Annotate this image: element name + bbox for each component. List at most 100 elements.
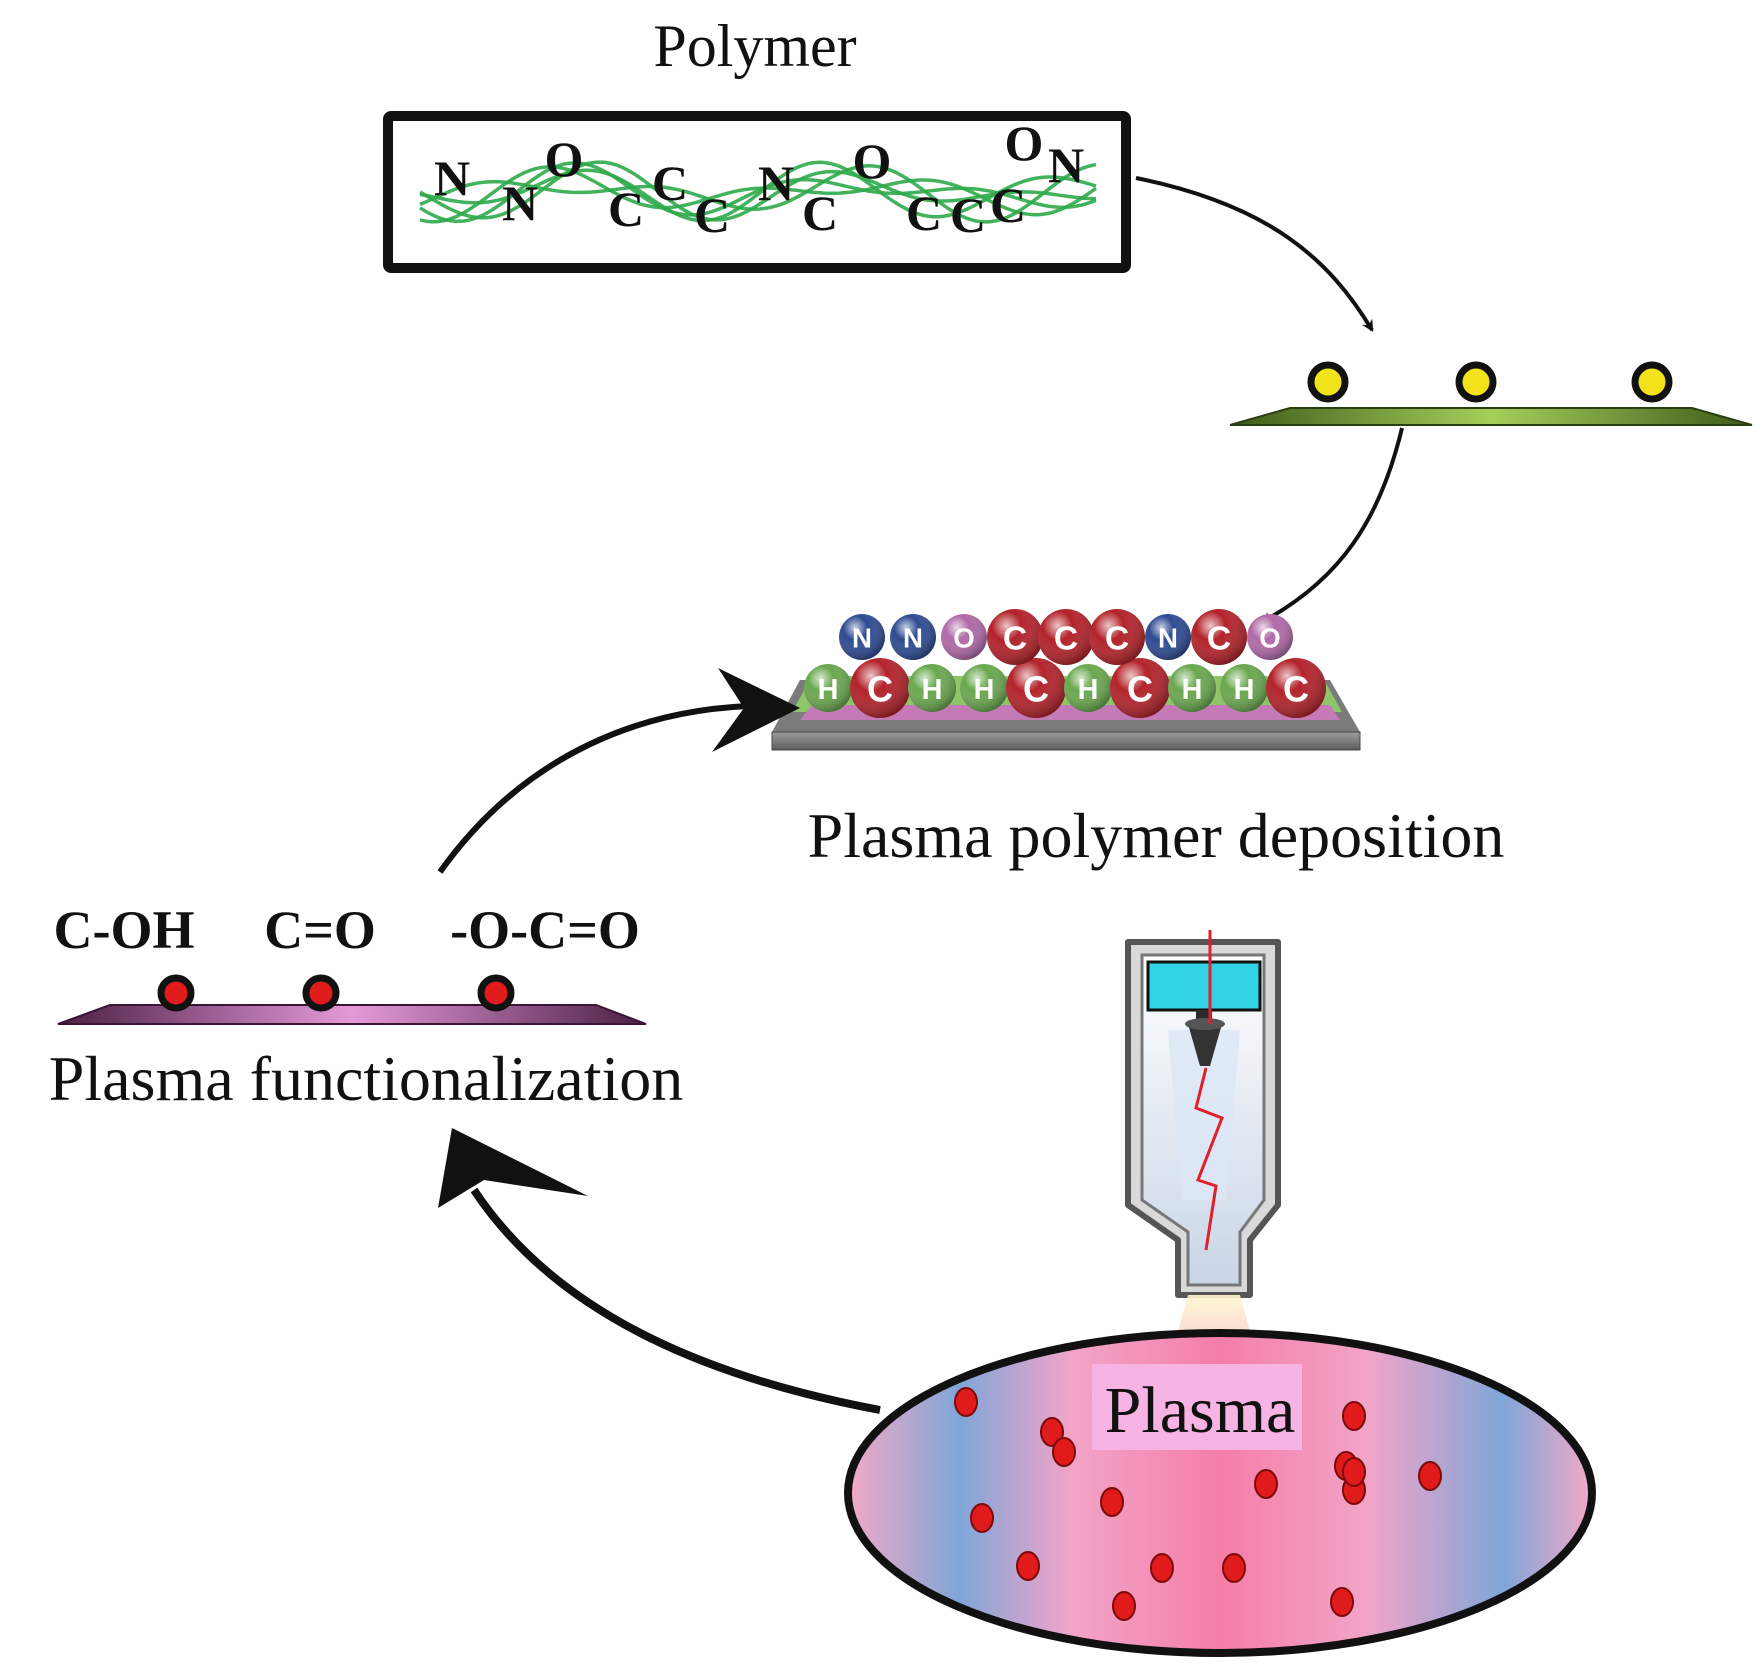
plasma-particle [1418,1461,1442,1491]
polymer-atom-letter: C [990,177,1026,233]
polymer-label: Polymer [653,13,856,79]
plasma-particle [1150,1553,1174,1583]
atom-o: O [941,614,987,660]
atom-letter: H [922,674,943,706]
polymer-atom-letter: C [694,187,730,243]
atom-letter: C [867,669,893,710]
group-label-c-o: C=O [264,900,376,960]
polymer-atom-letter: C [608,181,644,237]
atom-letter: C [1127,669,1153,710]
plasma-label-background [1092,1364,1302,1450]
plasma-particle [954,1387,978,1417]
atom-letter: O [953,622,974,653]
functionalized-substrate [57,974,647,1025]
polymer-atom-letter: N [502,175,538,231]
atom-c: C [1191,609,1247,665]
atom-letter: O [1259,622,1280,653]
polymer-atom-letter: O [1005,115,1044,171]
arrow-head [712,668,800,752]
group-label-o-c-o: -O-C=O [450,900,640,960]
atom-letter: N [903,622,923,653]
atom-c: C [1110,658,1170,718]
plasma-particle [1330,1587,1354,1617]
plasma-particle [1342,1457,1366,1487]
plasma-particle [1222,1553,1246,1583]
atom-c: C [1006,658,1066,718]
plasma-particle [1254,1469,1278,1499]
atom-h: H [960,664,1008,712]
atom-h: H [804,664,852,712]
polymer-chain-strand [419,161,1097,224]
plasma-particle [1052,1437,1076,1467]
arrow-functionalization-to-deposition [437,702,791,874]
atom-h: H [908,664,956,712]
arrow-substrate-to-deposition [1259,427,1404,624]
plasma-particles [954,1387,1442,1621]
plasma-particle [1112,1591,1136,1621]
atom-letter: C [1003,621,1027,658]
polymer-chain-waves [419,160,1098,224]
atom-h: H [1168,664,1216,712]
atom-letter: H [1078,674,1099,706]
atom-letter: H [974,674,995,706]
atom-letter: C [1207,621,1231,658]
atom-c: C [987,609,1043,665]
atom-letter: C [1054,621,1078,658]
polymer-atom-letter: C [906,185,942,241]
plasma-particle [1016,1551,1040,1581]
functionalization-label: Plasma functionalization [49,1043,684,1114]
atom-c: C [1266,658,1326,718]
atom-c: C [850,658,910,718]
polymer-atom-letter: N [1048,137,1084,193]
plasma-torch [1125,930,1281,1375]
arrow-plasma-to-functionalization [470,1187,881,1414]
functional-site-dot [157,974,195,1012]
plasma-particle [970,1503,994,1533]
functional-site-dot [477,974,515,1012]
polymer-atom-letter: C [950,187,986,243]
polymer-atom-letter: N [434,150,470,206]
atom-o: O [1247,614,1293,660]
polymer-atom-letter: O [853,133,892,189]
functional-site-dot [302,974,340,1012]
atom-letter: C [1105,621,1129,658]
monomer-dot [1631,361,1673,403]
atom-h: H [1064,664,1112,712]
atom-letter: H [1182,674,1203,706]
plasma-particle [1342,1401,1366,1431]
polymer-atom-letter: C [802,185,838,241]
atom-n: N [890,614,936,660]
atom-letter: N [1158,622,1178,653]
monomer-dot [1455,361,1497,403]
atom-letter: N [852,622,872,653]
atom-c: C [1038,609,1094,665]
atom-n: N [839,614,885,660]
monomer-dot [1307,361,1349,403]
electric-arc [1194,930,1224,1251]
arrow-polymer-to-substrate [1135,176,1374,333]
polymer-atom-letter: N [758,155,794,211]
monomer-substrate [1229,361,1753,426]
atom-h: H [1220,664,1268,712]
polymer-chain-strand [419,165,1098,224]
atom-letter: H [818,674,839,706]
deposition-label: Plasma polymer deposition [808,800,1505,871]
atom-letter: H [1234,674,1255,706]
polymer-atom-letter: O [545,131,584,187]
atom-letter: C [1023,669,1049,710]
atom-n: N [1145,614,1191,660]
functional-groups: C-OH C=O -O-C=O [54,900,640,960]
plasma-particle [1040,1417,1064,1447]
atom-c: C [1089,609,1145,665]
group-label-c-oh: C-OH [54,900,195,960]
plasma-particle [1100,1487,1124,1517]
plasma-label: Plasma [1105,1374,1296,1447]
polymer-chain-strand [419,160,1097,223]
arrow-head [438,1128,588,1208]
atom-letter: C [1283,669,1309,710]
